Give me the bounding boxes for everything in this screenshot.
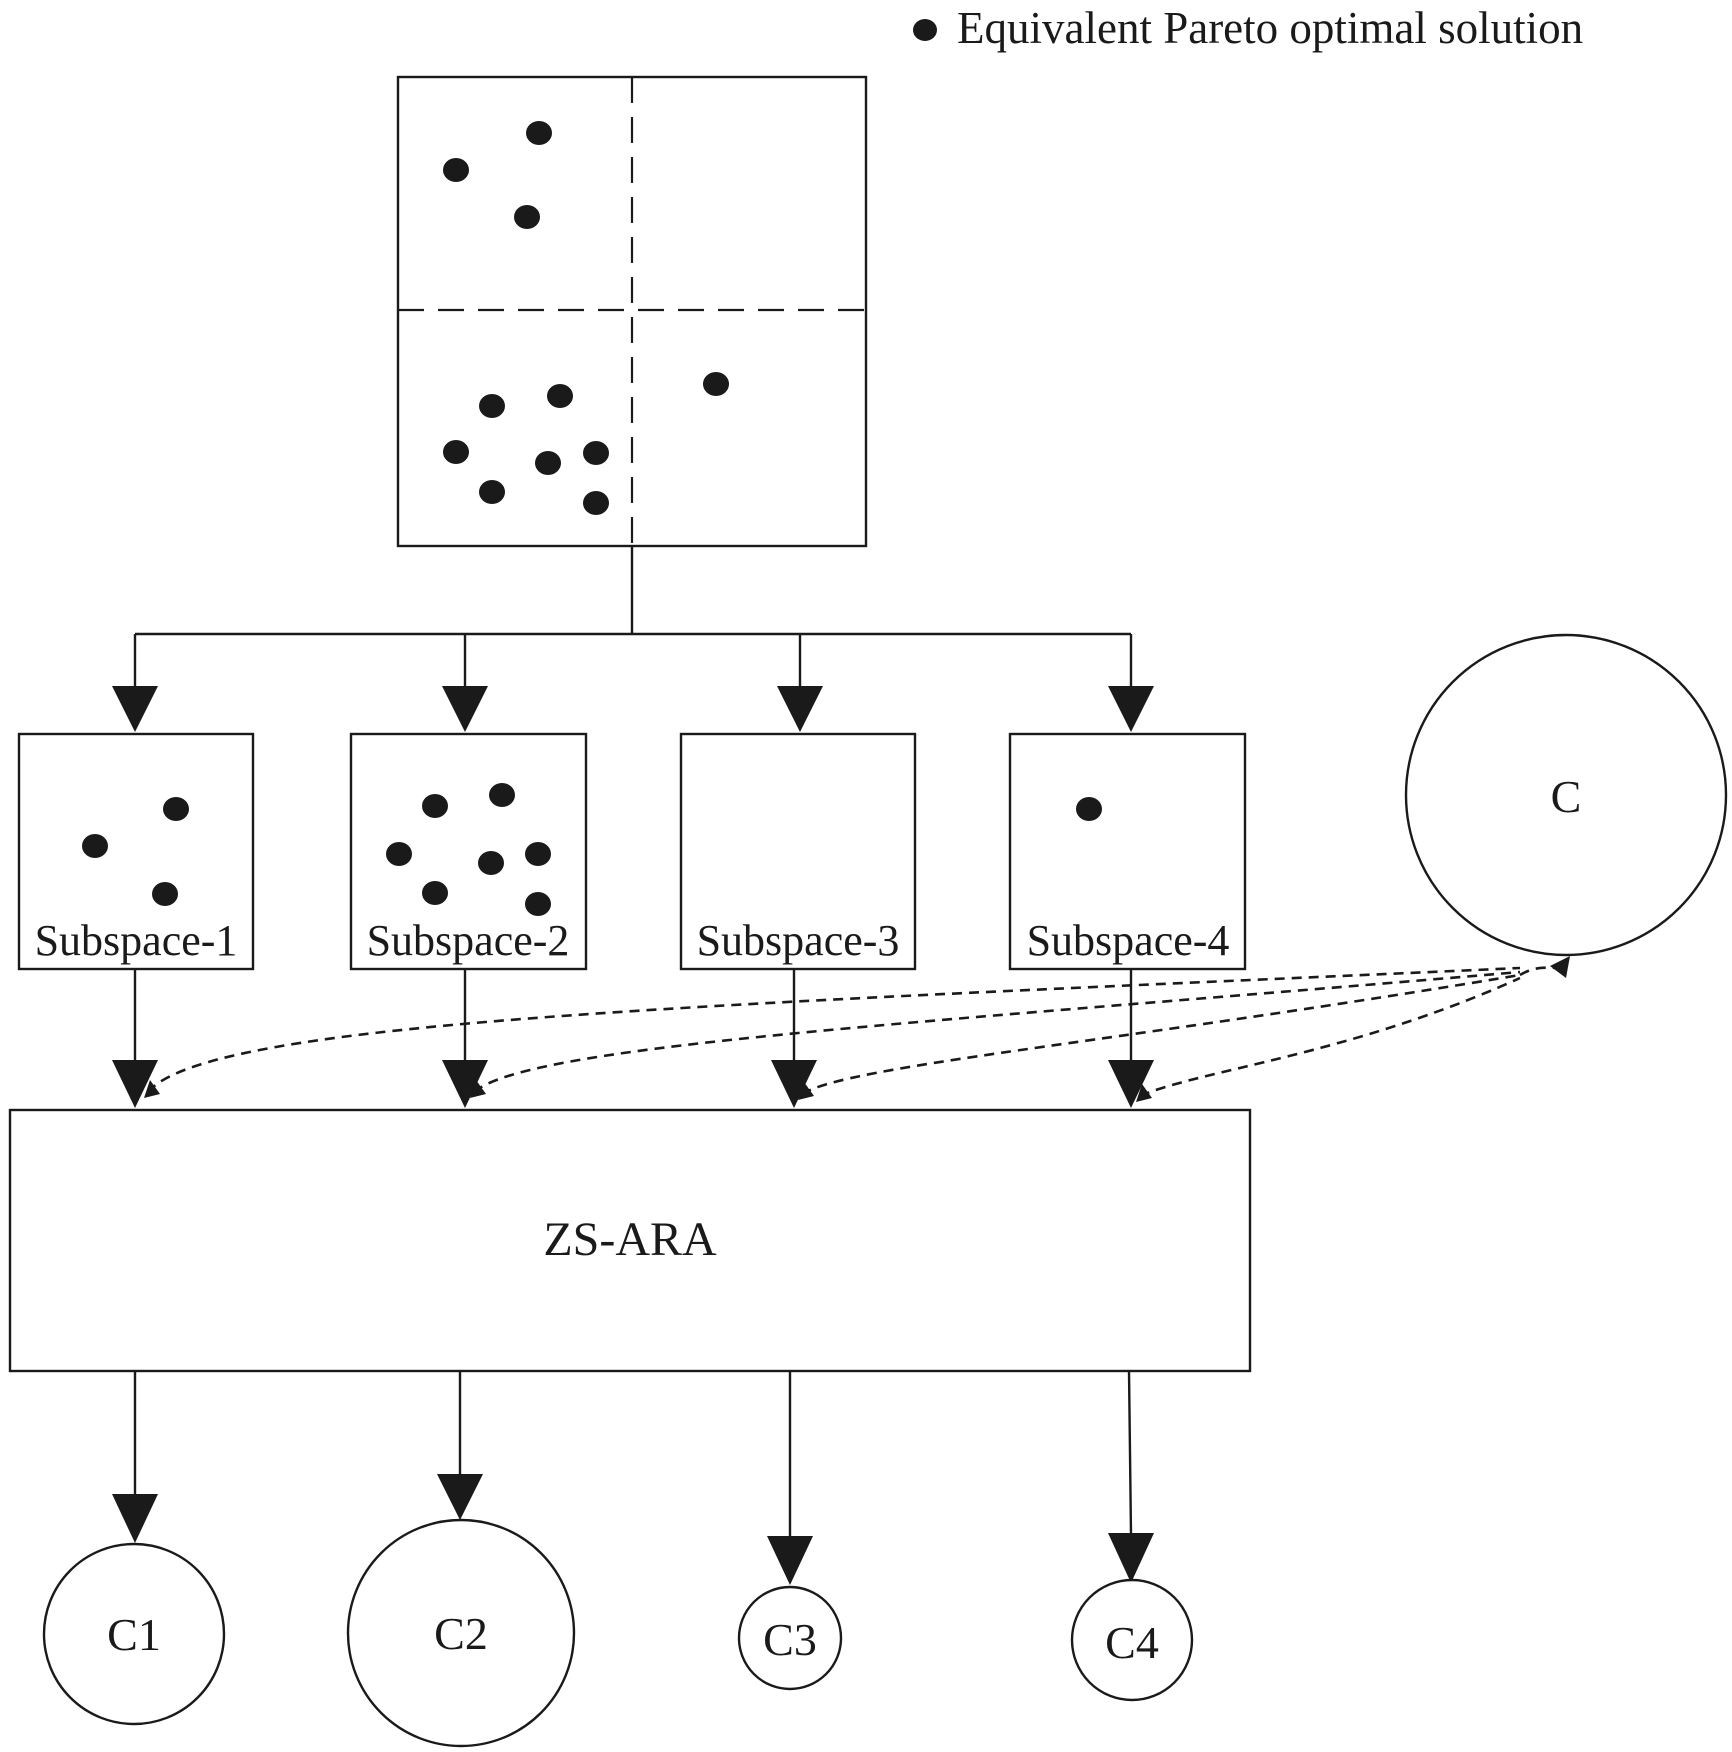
pareto-point bbox=[443, 440, 469, 464]
pareto-point bbox=[478, 851, 504, 875]
arrow-to-c2 bbox=[437, 1474, 483, 1520]
subspace-1: Subspace-1 bbox=[17, 732, 255, 971]
subspace-4: Subspace-4 bbox=[1008, 732, 1247, 971]
cluster-c4: C4 bbox=[1070, 1578, 1194, 1702]
cluster-c1-circle bbox=[42, 1542, 226, 1726]
dashed-arrowhead-2 bbox=[470, 1080, 486, 1098]
pareto-point bbox=[583, 491, 609, 515]
pareto-point bbox=[1076, 797, 1102, 821]
subspace-1-box bbox=[17, 732, 255, 971]
pareto-point bbox=[535, 451, 561, 475]
arrow-subspace-3-to-zsara bbox=[771, 1060, 817, 1108]
algorithm-to-cluster-arrows bbox=[112, 1370, 1154, 1585]
dashed-arrowhead-c bbox=[1550, 956, 1570, 978]
split-connector bbox=[112, 546, 1154, 732]
arrow-subspace-4-to-zsara bbox=[1108, 1060, 1154, 1108]
subspace-to-algorithm-arrows bbox=[112, 969, 1154, 1108]
dashed-arrowhead-3 bbox=[798, 1082, 814, 1100]
pareto-point bbox=[583, 441, 609, 465]
arrow-to-subspace-2 bbox=[442, 686, 488, 732]
arrow-subspace-1-to-zsara bbox=[112, 1060, 158, 1108]
pareto-point bbox=[489, 783, 515, 807]
pareto-point bbox=[525, 842, 551, 866]
cluster-c2-circle bbox=[346, 1518, 576, 1748]
center-circle: C bbox=[1404, 633, 1728, 957]
pareto-point bbox=[163, 797, 189, 821]
subspace-4-label: Subspace-4 bbox=[1027, 916, 1230, 965]
pareto-point bbox=[82, 834, 108, 858]
subspace-2-label: Subspace-2 bbox=[367, 916, 570, 965]
pareto-point bbox=[443, 158, 469, 182]
center-circle-label: C bbox=[1551, 771, 1582, 822]
algorithm-box: ZS-ARA bbox=[8, 1108, 1252, 1373]
solution-points bbox=[443, 121, 729, 515]
pareto-point bbox=[479, 480, 505, 504]
pareto-point bbox=[479, 394, 505, 418]
subspace-2: Subspace-2 bbox=[349, 732, 588, 971]
cluster-c4-label: C4 bbox=[1105, 1617, 1159, 1668]
legend: Equivalent Pareto optimal solution bbox=[913, 3, 1583, 53]
pareto-point bbox=[526, 121, 552, 145]
subspace-4-box bbox=[1008, 732, 1247, 971]
cluster-c1-label: C1 bbox=[107, 1609, 161, 1660]
dashed-link-3 bbox=[801, 973, 1521, 1096]
cluster-c3-circle bbox=[737, 1585, 843, 1691]
cluster-c3: C3 bbox=[737, 1585, 843, 1691]
cluster-c3-label: C3 bbox=[763, 1614, 817, 1665]
arrow-to-c1 bbox=[112, 1494, 158, 1543]
pareto-point bbox=[422, 794, 448, 818]
solution-space bbox=[396, 75, 868, 548]
arrow-to-c4 bbox=[1108, 1533, 1154, 1583]
pareto-point bbox=[386, 842, 412, 866]
dashed-arrowhead-1 bbox=[144, 1080, 160, 1098]
pareto-point bbox=[152, 882, 178, 906]
cluster-c1: C1 bbox=[42, 1542, 226, 1726]
feedback-connectors bbox=[144, 956, 1570, 1102]
subspace-3: Subspace-3 bbox=[679, 732, 917, 971]
dashed-link-merge bbox=[1519, 961, 1568, 977]
zs-ara-box bbox=[8, 1108, 1252, 1373]
dashed-arrowhead-4 bbox=[1136, 1084, 1152, 1102]
cluster-c4-circle bbox=[1070, 1578, 1194, 1702]
pareto-point bbox=[422, 881, 448, 905]
arrow-to-subspace-3 bbox=[777, 686, 823, 732]
zs-ara-label: ZS-ARA bbox=[543, 1213, 717, 1266]
legend-dot-icon bbox=[913, 19, 937, 41]
dashed-link-1 bbox=[147, 966, 1521, 1093]
legend-text: Equivalent Pareto optimal solution bbox=[957, 3, 1583, 53]
pareto-point bbox=[547, 384, 573, 408]
subspace-3-box bbox=[679, 732, 917, 971]
center-circle-shape bbox=[1404, 633, 1728, 957]
dashed-link-2 bbox=[473, 970, 1521, 1093]
arrow-to-subspace-1 bbox=[112, 686, 158, 732]
solution-space-box bbox=[396, 75, 868, 548]
arrow-to-c3 bbox=[767, 1536, 813, 1585]
subspace-1-label: Subspace-1 bbox=[35, 916, 238, 965]
cluster-c2-label: C2 bbox=[434, 1608, 488, 1659]
subspace-3-label: Subspace-3 bbox=[697, 916, 900, 965]
pareto-point bbox=[525, 892, 551, 916]
cluster-c2: C2 bbox=[346, 1518, 576, 1748]
arrow-to-subspace-4 bbox=[1108, 686, 1154, 732]
pareto-point bbox=[703, 372, 729, 396]
dashed-link-4 bbox=[1139, 976, 1521, 1098]
pareto-point bbox=[514, 205, 540, 229]
arrow-subspace-2-to-zsara bbox=[442, 1060, 488, 1108]
